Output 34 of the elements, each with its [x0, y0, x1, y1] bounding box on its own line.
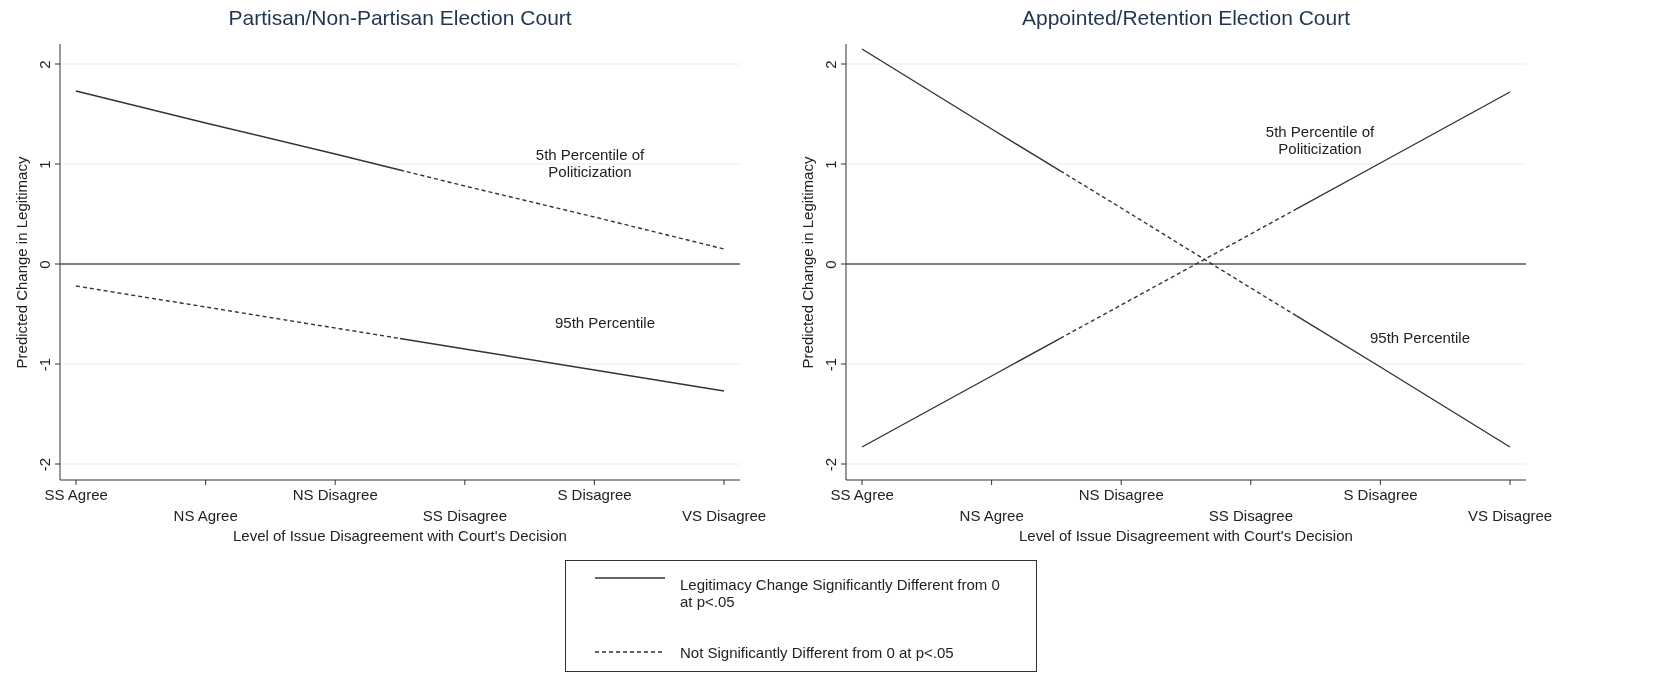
axis-title: Level of Issue Disagreement with Court's Decision	[233, 526, 567, 544]
series-label: 95th Percentile	[553, 313, 657, 331]
tick-label: 2	[35, 59, 53, 69]
tick-label: SS Agree	[830, 485, 894, 503]
tick-label: S Disagree	[557, 485, 632, 503]
tick-label: S Disagree	[1343, 485, 1418, 503]
tick-label: VS Disagree	[1468, 506, 1553, 524]
chart-title: Partisan/Non-Partisan Election Court	[228, 6, 572, 30]
axis-title: Predicted Change in Legitimacy	[799, 156, 817, 368]
tick-label: -1	[821, 357, 839, 371]
series-label: 95th Percentile	[1368, 328, 1472, 346]
series-label: 5th Percentile of Politicization	[534, 146, 646, 180]
tick-label: SS Disagree	[1208, 506, 1293, 524]
tick-label: SS Agree	[44, 485, 108, 503]
tick-label: 0	[821, 259, 839, 269]
tick-label: -1	[35, 357, 53, 371]
series-label: 5th Percentile of Politicization	[1264, 123, 1376, 157]
legend-label: Legitimacy Change Significantly Different from 0 at p<.05	[680, 576, 1001, 610]
tick-label: NS Agree	[959, 506, 1024, 524]
tick-label: SS Disagree	[422, 506, 507, 524]
tick-label: NS Disagree	[292, 485, 378, 503]
tick-label: NS Agree	[173, 506, 238, 524]
tick-label: -2	[35, 457, 53, 471]
tick-label: 1	[35, 159, 53, 169]
tick-label: 1	[821, 159, 839, 169]
tick-label: 0	[35, 259, 53, 269]
tick-label: NS Disagree	[1078, 485, 1164, 503]
tick-label: VS Disagree	[682, 506, 767, 524]
axis-title: Predicted Change in Legitimacy	[13, 156, 31, 368]
tick-label: -2	[821, 457, 839, 471]
legend-label: Not Significantly Different from 0 at p<.05	[680, 643, 955, 661]
tick-label: 2	[821, 59, 839, 69]
chart-title: Appointed/Retention Election Court	[1022, 6, 1351, 30]
axis-title: Level of Issue Disagreement with Court's Decision	[1019, 526, 1353, 544]
